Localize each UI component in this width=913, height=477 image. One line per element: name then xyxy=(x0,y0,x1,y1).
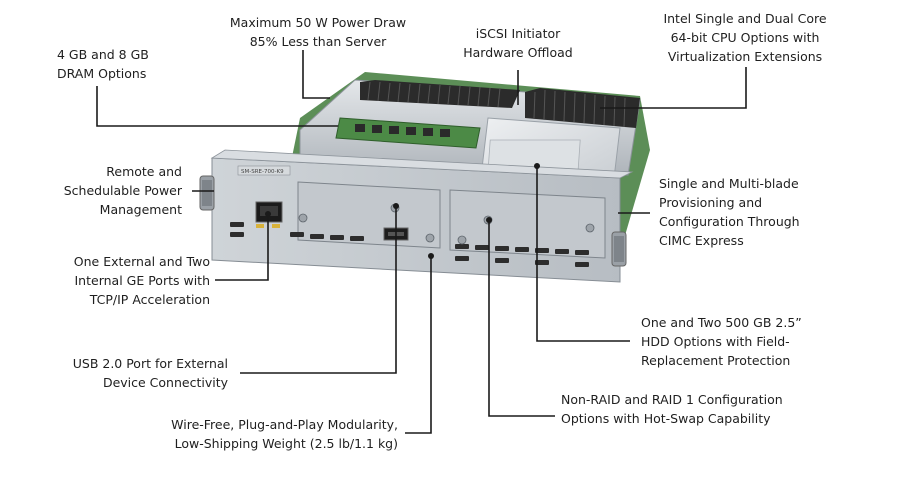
callout-iscsi: iSCSI Initiator Hardware Offload xyxy=(448,24,588,62)
callout-hdd: One and Two 500 GB 2.5” HDD Options with… xyxy=(641,313,841,370)
callout-provisioning: Single and Multi-blade Provisioning and … xyxy=(659,174,859,250)
leader-lines xyxy=(96,50,747,434)
callout-text: One and Two 500 GB 2.5” xyxy=(641,315,802,330)
leader-hdd xyxy=(536,166,630,342)
callout-text: Intel Single and Dual Core xyxy=(663,11,827,26)
callout-text: Management xyxy=(99,202,182,217)
callout-text: Non-RAID and RAID 1 Configuration xyxy=(561,392,783,407)
callout-text: iSCSI Initiator xyxy=(475,26,561,41)
callout-cpu: Intel Single and Dual Core 64-bit CPU Op… xyxy=(645,9,845,66)
callout-text: 4 GB and 8 GB xyxy=(57,47,149,62)
heatsink-left xyxy=(360,80,520,108)
callout-text: Virtualization Extensions xyxy=(667,49,823,64)
callout-text: Hardware Offload xyxy=(463,45,573,60)
callout-text: Provisioning and xyxy=(659,195,763,210)
callout-modularity: Wire-Free, Plug-and-Play Modularity, Low… xyxy=(120,415,398,453)
callout-text: DRAM Options xyxy=(57,66,147,81)
leader-dots xyxy=(265,163,540,259)
leader-dram xyxy=(96,86,338,127)
callout-text: Replacement Protection xyxy=(641,353,791,368)
leader-power xyxy=(302,50,330,99)
callout-text: Schedulable Power xyxy=(63,183,182,198)
callout-text: CIMC Express xyxy=(659,233,744,248)
callout-text: One External and Two xyxy=(73,254,210,269)
callout-ge-ports: One External and Two Internal GE Ports w… xyxy=(30,252,210,309)
model-label-plate xyxy=(237,165,291,176)
callout-text: 64-bit CPU Options with xyxy=(670,30,820,45)
callout-text: Options with Hot-Swap Capability xyxy=(561,411,771,426)
callout-text: HDD Options with Field- xyxy=(641,334,790,349)
leader-raid xyxy=(488,220,555,417)
leader-modularity xyxy=(405,256,432,434)
callout-power-management: Remote and Schedulable Power Management xyxy=(30,162,182,219)
callout-text: USB 2.0 Port for External xyxy=(72,356,228,371)
leader-ge xyxy=(215,214,269,281)
callout-power-draw: Maximum 50 W Power Draw 85% Less than Se… xyxy=(218,13,418,51)
callout-text: Device Connectivity xyxy=(102,375,228,390)
callout-text: 85% Less than Server xyxy=(249,34,387,49)
callout-text: Configuration Through xyxy=(659,214,800,229)
thumb-screw-left xyxy=(199,175,215,211)
callout-dram: 4 GB and 8 GB DRAM Options xyxy=(57,45,187,83)
model-label-text: SM-SRE-700-K9 xyxy=(241,169,284,175)
callout-text: Low-Shipping Weight (2.5 lb/1.1 kg) xyxy=(174,436,398,451)
leader-cpu xyxy=(600,67,747,109)
callout-usb: USB 2.0 Port for External Device Connect… xyxy=(40,354,228,392)
callout-text: TCP/IP Acceleration xyxy=(89,292,210,307)
callout-text: Remote and xyxy=(106,164,182,179)
callout-raid: Non-RAID and RAID 1 Configuration Option… xyxy=(561,390,821,428)
leader-usb xyxy=(240,206,397,374)
callout-text: Wire-Free, Plug-and-Play Modularity, xyxy=(171,417,398,432)
heatsink-right xyxy=(525,88,640,128)
thumb-screw-right xyxy=(611,231,627,267)
callout-text: Single and Multi-blade xyxy=(659,176,799,191)
callout-text: Internal GE Ports with xyxy=(74,273,211,288)
callout-text: Maximum 50 W Power Draw xyxy=(229,15,407,30)
vent-slots xyxy=(230,222,589,267)
